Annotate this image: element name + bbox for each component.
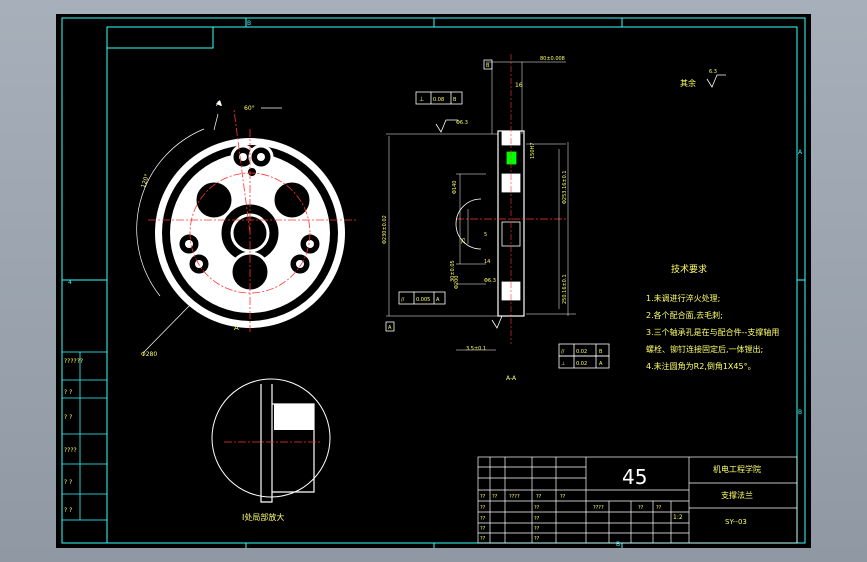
dim-250: 250.16±0.1 — [562, 274, 568, 304]
dim-230: Φ230±0.02 — [382, 215, 388, 244]
ra-top: Φ6.3 — [456, 120, 468, 126]
left-side-table — [61, 351, 108, 521]
tb-cell-2: ?? — [492, 494, 498, 500]
drawing-sheet: B B A B 4 ?????? ? ? ? ? ???? ? ? ? ? — [56, 14, 811, 548]
datum-b: B — [486, 63, 490, 69]
technical-notes: 技术要求 1.未调进行淬火处理; 2.各个配合面,去毛刺; 3.三个轴承孔是在与… — [646, 263, 779, 371]
gtol-3-val: 0.02 — [576, 349, 587, 355]
gtol-2-ref: A — [436, 297, 440, 303]
surface-rest-value: 6.3 — [709, 69, 717, 75]
center-lines — [148, 109, 356, 332]
surface-rest-label: 其余 — [680, 78, 696, 88]
tb-cell-16: ?? — [534, 536, 540, 542]
tb-cell-1: ?? — [480, 494, 486, 500]
tech-item-4: 螺栓、铆钉连接固定后,一体镗出; — [646, 344, 763, 354]
front-view: 60° 120° Φ280 A A — [136, 100, 356, 358]
dim-14: 14 — [484, 259, 490, 265]
zone-label-bottom: B — [616, 541, 620, 548]
dim-25: 25 — [461, 238, 467, 244]
cut-mark-bottom: A — [234, 324, 239, 332]
gtol-2-sym: // — [401, 297, 405, 303]
tb-cell-14: ?? — [534, 526, 540, 532]
arc-dim: 120° — [140, 173, 151, 189]
tb-cell-12: ?? — [656, 505, 662, 511]
gtol-2-val: 0.005 — [416, 297, 430, 303]
gtol-4-sym: ⊥ — [561, 361, 565, 367]
dim-16: 16 — [515, 82, 523, 89]
dim-140: Φ140 — [452, 181, 458, 194]
tb-cell-15: ?? — [480, 536, 486, 542]
zone-label-left: 4 — [68, 279, 72, 286]
gtol-1-sym: ⊥ — [419, 96, 424, 103]
left-cell-5: ? ? — [64, 479, 72, 486]
tb-cell-11: ?? — [638, 505, 644, 511]
tb-cell-10: ???? — [593, 505, 604, 511]
tb-cell-8: ?? — [480, 516, 486, 522]
gtol-1-ref: B — [453, 97, 457, 103]
tb-cell-5: ?? — [560, 494, 566, 500]
left-cell-1: ?????? — [64, 358, 83, 365]
part-name: 支撑法兰 — [721, 490, 753, 500]
rivet-cluster-2 — [176, 231, 212, 277]
dim-253: Φ253.16±0.1 — [562, 170, 568, 204]
rivet-cluster-3 — [287, 231, 323, 277]
tb-cell-13: ?? — [480, 526, 486, 532]
tech-item-1: 1.未调进行淬火处理; — [646, 293, 720, 303]
bearing-hole-2 — [271, 179, 313, 221]
tb-cell-7: ?? — [534, 505, 540, 511]
tb-cell-6: ?? — [480, 505, 486, 511]
left-cell-2: ? ? — [64, 389, 72, 396]
zone-label-right-a: A — [798, 149, 803, 156]
tb-cell-3: ???? — [509, 494, 520, 500]
left-cell-6: ? ? — [64, 507, 72, 514]
gtol-4-val: 0.02 — [576, 361, 587, 367]
detail-label: I处局部放大 — [242, 512, 284, 522]
tech-item-2: 2.各个配合面,去毛刺; — [646, 310, 723, 320]
detail-view: I处局部放大 — [211, 378, 331, 522]
left-cell-3: ? ? — [64, 414, 72, 421]
section-view: 16 80±0.008 Φ6.3 150H7 Φ140 25 Φ230±0.02… — [382, 54, 726, 382]
dim-5: 5 — [484, 232, 487, 238]
scale: 1:2 — [673, 514, 683, 521]
tech-title: 技术要求 — [671, 263, 707, 275]
dim-200: Φ200 — [454, 276, 460, 289]
tb-cell-4: ?? — [536, 494, 542, 500]
tb-cell-9: ?? — [534, 516, 540, 522]
dim-30: 30±0.05 — [450, 260, 456, 282]
material: 45 — [622, 465, 647, 489]
code-box — [107, 27, 214, 49]
tech-item-5: 4.未注圆角为R2,倒角1X45°。 — [646, 361, 756, 371]
bearing-hole-1 — [193, 179, 235, 221]
drawing-number: SY--03 — [725, 518, 747, 526]
title-block: 45 机电工程学院 支撑法兰 SY--03 1:2 ?? ?? ???? ?? … — [477, 456, 798, 544]
gtol-4-ref: A — [599, 361, 603, 367]
gtol-1-val: 0.08 — [433, 97, 444, 103]
dim-150: 150H7 — [530, 143, 536, 159]
gtol-3-ref: B — [599, 349, 603, 355]
school-name: 机电工程学院 — [713, 464, 761, 474]
zone-label-right-b: B — [798, 409, 802, 416]
rivet-cluster-1 — [230, 144, 274, 178]
inner-border — [106, 26, 798, 544]
ra-bottom: Φ6.3 — [484, 278, 496, 284]
dim-80: 80±0.008 — [540, 56, 565, 62]
outer-dia-dim: Φ280 — [141, 351, 157, 358]
datum-a: A — [388, 325, 392, 331]
drawing-canvas: B B A B 4 ?????? ? ? ? ? ???? ? ? ? ? — [61, 17, 806, 548]
dim-3-5: 3.5±0.1 — [466, 346, 486, 352]
section-label: A-A — [506, 375, 517, 382]
left-cell-4: ???? — [64, 447, 77, 454]
tech-item-3: 3.三个轴承孔是在与配合件--支撑轴用 — [646, 327, 779, 337]
zone-label-top: B — [247, 20, 251, 27]
gtol-3-sym: // — [561, 349, 565, 355]
angle-dim: 60° — [244, 105, 255, 112]
